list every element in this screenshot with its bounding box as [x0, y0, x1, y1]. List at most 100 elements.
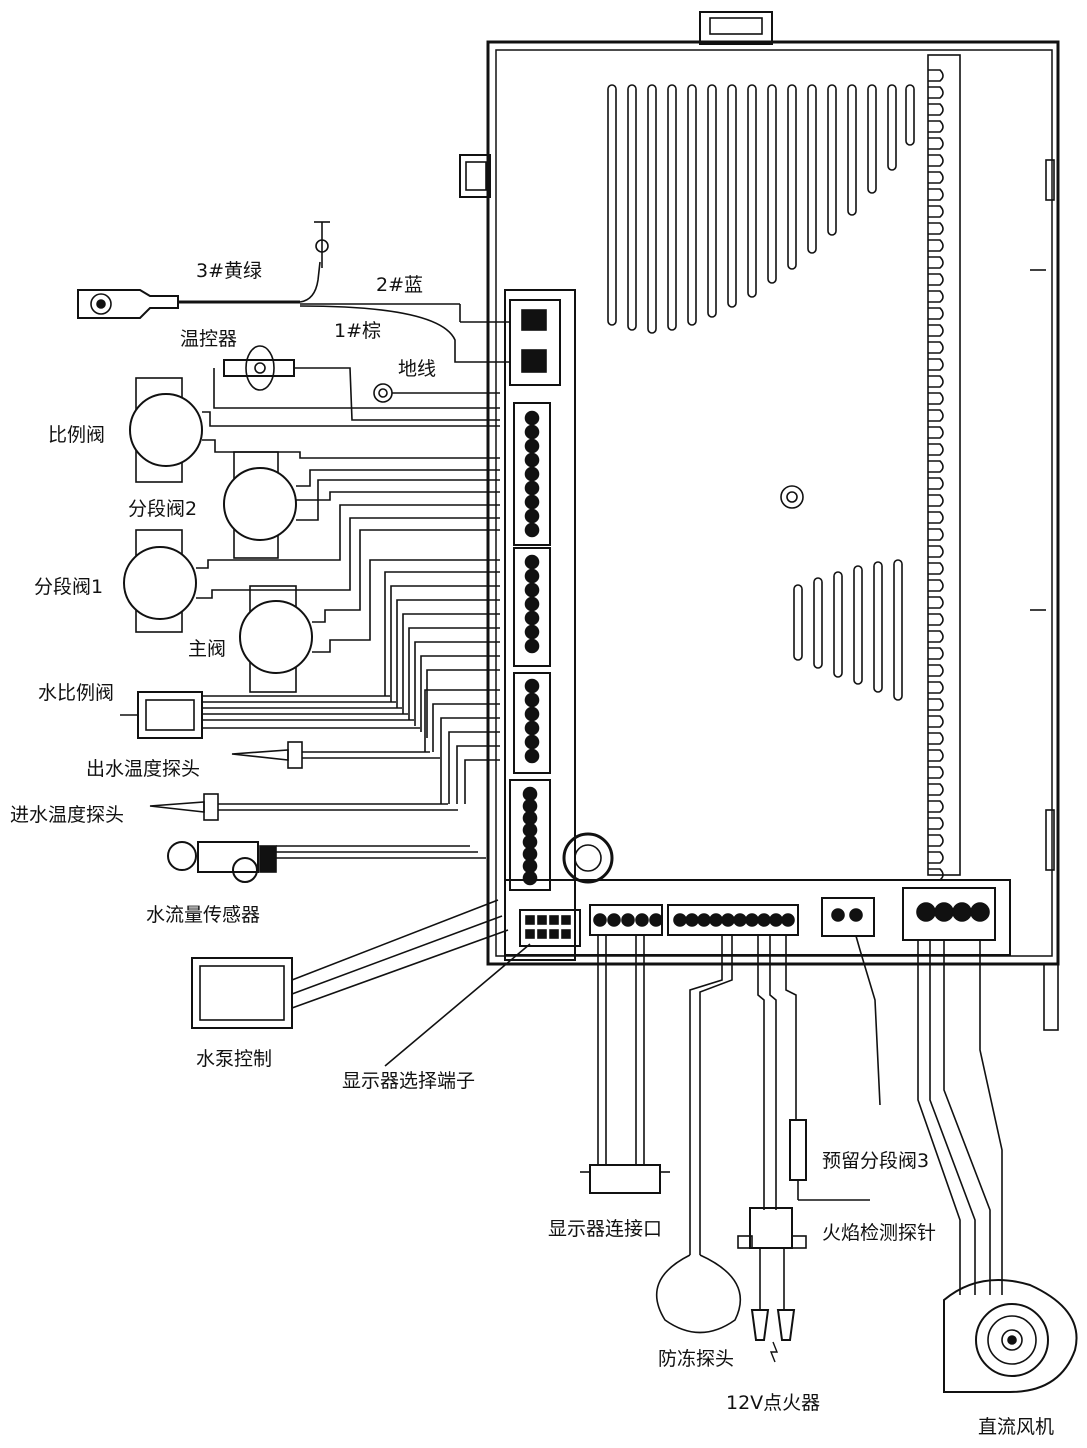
terminal-pin [524, 522, 540, 538]
heat-sink-fin [928, 596, 944, 609]
label-wire-brown: 1#棕 [334, 320, 382, 342]
heat-sink-fin [928, 630, 944, 643]
vent-slot [867, 84, 877, 194]
label-flame-detect-probe: 火焰检测探针 [822, 1222, 937, 1244]
terminal-pin [522, 870, 538, 886]
terminal-pin [524, 554, 540, 570]
heat-sink-fin [928, 749, 944, 762]
selector-pin [561, 929, 571, 939]
vent-slot [873, 561, 883, 693]
connector-pin [635, 913, 649, 927]
heat-sink-fin [928, 715, 944, 728]
vent-slot [847, 84, 857, 216]
terminal-pin [524, 494, 540, 510]
connector-pin [697, 913, 711, 927]
terminal-pin [524, 720, 540, 736]
valve-wire [424, 689, 500, 752]
label-reserved-section-valve-3: 预留分段阀3 [822, 1150, 930, 1172]
connector-pin [781, 913, 795, 927]
heat-sink-fin [928, 732, 944, 745]
heat-sink-fin [928, 494, 944, 507]
heat-sink-fin [928, 528, 944, 541]
connector-pin [769, 913, 783, 927]
terminal-pin [522, 858, 538, 874]
label-igniter-12v: 12V点火器 [726, 1392, 821, 1414]
connector-pin [757, 913, 771, 927]
heat-sink-fin [928, 256, 944, 269]
terminal-pin [524, 582, 540, 598]
terminal-pin [522, 786, 538, 802]
selector-pin [525, 929, 535, 939]
label-antifreeze-probe: 防冻探头 [658, 1348, 735, 1370]
terminal-pin [522, 846, 538, 862]
valve-wire [414, 641, 500, 726]
valve-wire [456, 745, 500, 804]
heat-sink-fin [928, 120, 944, 133]
heat-sink-fin [928, 681, 944, 694]
valve-wire [312, 559, 500, 653]
heat-sink-fin [928, 154, 944, 167]
thermostat-device [213, 345, 500, 421]
heat-sink-fin [928, 511, 944, 524]
vent-slot [767, 84, 777, 284]
connector-pin [673, 913, 687, 927]
heat-sink-fin [928, 409, 944, 422]
label-display-select-terminal: 显示器选择端子 [342, 1070, 476, 1092]
antifreeze-probe-device [655, 935, 742, 1334]
flame-probe-device [785, 935, 870, 1201]
heat-sink-fin [928, 290, 944, 303]
selector-pin [561, 915, 571, 925]
heat-sink-fin [928, 324, 944, 337]
terminal-pin [524, 480, 540, 496]
terminal-pin [524, 508, 540, 524]
label-water-pump-control: 水泵控制 [196, 1048, 273, 1070]
valve-wire [420, 655, 500, 732]
heat-sink-fin [928, 273, 944, 286]
label-section-valve-2: 分段阀2 [128, 498, 198, 520]
label-ground-wire: 地线 [398, 358, 437, 380]
connector-pin [685, 913, 699, 927]
selector-pin [537, 915, 547, 925]
heat-sink-fin [928, 783, 944, 796]
terminal-blocks [509, 299, 561, 891]
valve-wire [296, 469, 500, 487]
terminal-pin [524, 692, 540, 708]
outlet-probe-device [231, 741, 440, 769]
label-dc-fan: 直流风机 [978, 1416, 1055, 1438]
label-wire-yellow-green: 3#黄绿 [196, 260, 263, 282]
heat-sink-fin [928, 817, 944, 830]
terminal-pin [524, 678, 540, 694]
heat-sink-fin [928, 851, 944, 864]
selector-pin [549, 929, 559, 939]
heat-sink-fin [928, 426, 944, 439]
heat-sink-fin [928, 698, 944, 711]
heat-sink-fin [928, 392, 944, 405]
heat-sink-fin [928, 477, 944, 490]
inlet-probe-device [149, 793, 458, 821]
heat-sink-fin [928, 460, 944, 473]
vent-slot [727, 84, 737, 308]
vent-slot [647, 84, 657, 334]
water-pump-device [191, 899, 509, 1029]
terminal-pin [524, 410, 540, 426]
terminal-pin [524, 452, 540, 468]
heat-sink-fin [928, 307, 944, 320]
connector-pin [607, 913, 621, 927]
power-plug [77, 261, 510, 363]
valve-wires [196, 411, 500, 804]
label-water-flow-sensor: 水流量传感器 [146, 904, 261, 926]
igniter-device [737, 935, 807, 1363]
connector-pin [733, 913, 747, 927]
heat-sink-fin [928, 341, 944, 354]
flow-sensor-device [167, 841, 486, 883]
dc-fan-device [917, 940, 1078, 1393]
vent-slot [687, 84, 697, 326]
label-water-proportional-valve: 水比例阀 [38, 682, 115, 704]
heat-sink-fin [928, 375, 944, 388]
vent-slot [787, 84, 797, 270]
terminal-pin [524, 734, 540, 750]
heat-sink [927, 54, 961, 881]
heat-sink-fin [928, 188, 944, 201]
terminal-pin [524, 424, 540, 440]
